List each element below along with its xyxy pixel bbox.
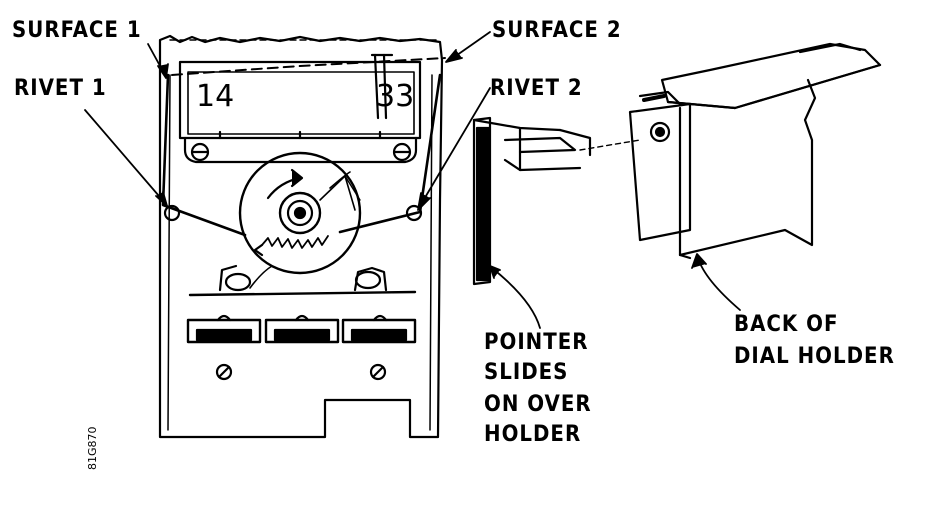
drive-pulley xyxy=(238,151,362,275)
dial-window xyxy=(178,60,422,164)
lower-linkage xyxy=(188,264,417,297)
label-surface-2: SURFACE 2 xyxy=(492,18,622,43)
screw-left xyxy=(215,363,233,381)
dial-number-left: 14 xyxy=(196,79,235,114)
label-pointer-line-3: ON OVER xyxy=(484,392,592,417)
label-pointer-line-4: HOLDER xyxy=(484,422,582,447)
label-surface-1: SURFACE 1 xyxy=(12,18,142,43)
label-back-line-2: DIAL HOLDER xyxy=(734,344,895,369)
label-rivet-1: RIVET 1 xyxy=(14,76,107,101)
surface-reference-line xyxy=(171,57,446,76)
alignment-line xyxy=(579,139,641,151)
label-pointer-line-2: SLIDES xyxy=(484,360,569,385)
label-rivet-2: RIVET 2 xyxy=(490,76,583,101)
dial-drum xyxy=(370,53,394,120)
figure-code: 81G870 xyxy=(86,426,99,470)
label-pointer-line-1: POINTER xyxy=(484,330,589,355)
pointer-bracket xyxy=(472,116,592,286)
label-back-line-1: BACK OF xyxy=(734,312,839,337)
rivet-1 xyxy=(163,204,181,222)
dial-holder xyxy=(628,42,882,260)
leader-lines xyxy=(84,31,741,329)
dial-number-right: 33 xyxy=(376,79,415,114)
rivet-2 xyxy=(405,204,423,222)
screw-right xyxy=(369,363,387,381)
contact-blocks xyxy=(186,314,417,344)
